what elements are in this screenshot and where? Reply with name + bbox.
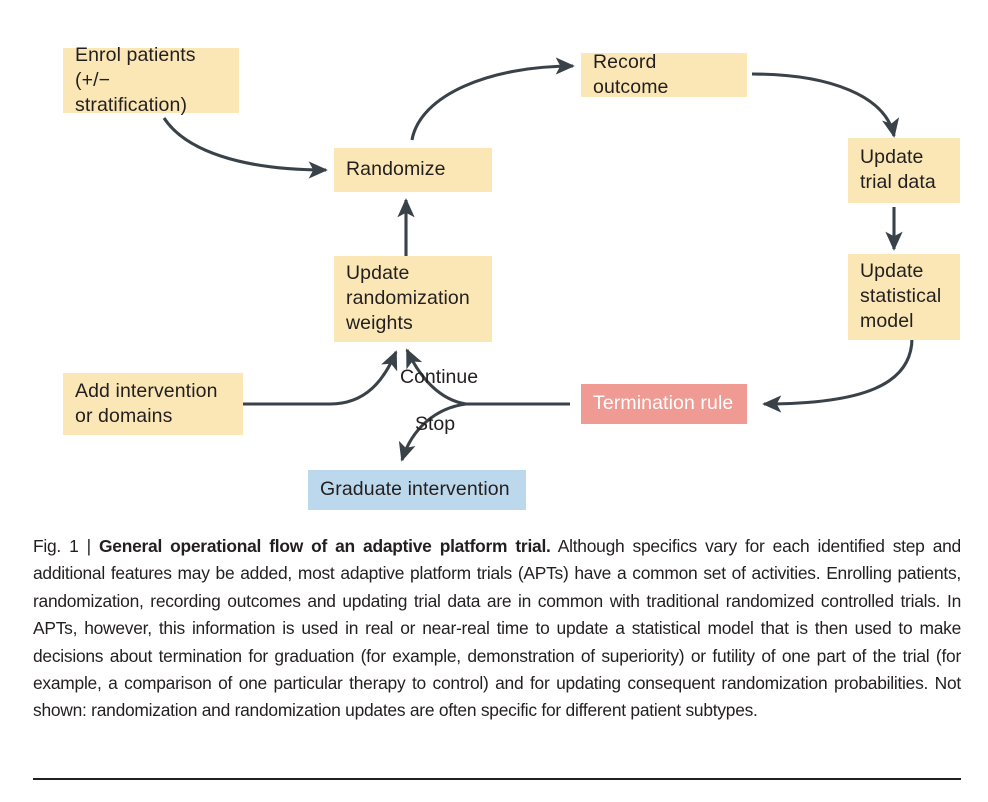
caption-title: General operational flow of an adaptive …	[99, 536, 551, 556]
node-label: Randomize	[346, 158, 446, 180]
node-label: Graduate intervention	[320, 478, 510, 500]
node-update-randomization-weights[interactable]: Update randomization weights	[334, 256, 492, 342]
node-graduate-intervention[interactable]: Graduate intervention	[308, 470, 526, 510]
arrow-record-to-trialdata	[751, 72, 900, 138]
node-add-intervention-or-domains[interactable]: Add intervention or domains	[63, 373, 243, 435]
figure-caption: Fig. 1 | General operational flow of an …	[33, 533, 961, 725]
arrow-enrol-to-randomize	[162, 117, 328, 179]
arrow-stop-to-graduate	[398, 402, 467, 462]
node-update-statistical-model[interactable]: Update statistical model	[848, 254, 960, 340]
caption-body: Although specifics vary for each identif…	[33, 536, 961, 721]
figure-panel: Enrol patients (+/− stratification) Rand…	[63, 44, 960, 510]
node-label: Update trial data	[860, 146, 936, 193]
node-update-trial-data[interactable]: Update trial data	[848, 138, 960, 203]
arrow-addintv-to-weights	[242, 350, 398, 406]
node-termination-rule[interactable]: Termination rule	[581, 384, 747, 424]
node-record-outcome[interactable]: Record outcome	[581, 50, 747, 98]
node-enrol-patients[interactable]: Enrol patients (+/− stratification)	[63, 44, 239, 116]
node-label: Update statistical model	[860, 260, 942, 332]
edge-label-stop: Stop	[415, 413, 456, 435]
node-randomize[interactable]: Randomize	[334, 148, 492, 192]
edge-label-continue: Continue	[400, 366, 479, 388]
arrow-statmodel-to-termination	[762, 337, 914, 413]
node-label: Update randomization weights	[346, 262, 470, 334]
node-label: Record outcome	[593, 50, 669, 98]
arrow-randomize-to-record	[410, 57, 575, 141]
node-label: Add intervention or domains	[75, 379, 218, 427]
caption-divider	[33, 778, 961, 780]
flow-diagram-arrows	[162, 57, 914, 462]
arrow-continue-to-weights	[405, 348, 467, 406]
node-label: Enrol patients (+/− stratification)	[75, 43, 196, 116]
node-label: Termination rule	[593, 392, 734, 414]
caption-figure-label: Fig. 1 |	[33, 536, 100, 556]
